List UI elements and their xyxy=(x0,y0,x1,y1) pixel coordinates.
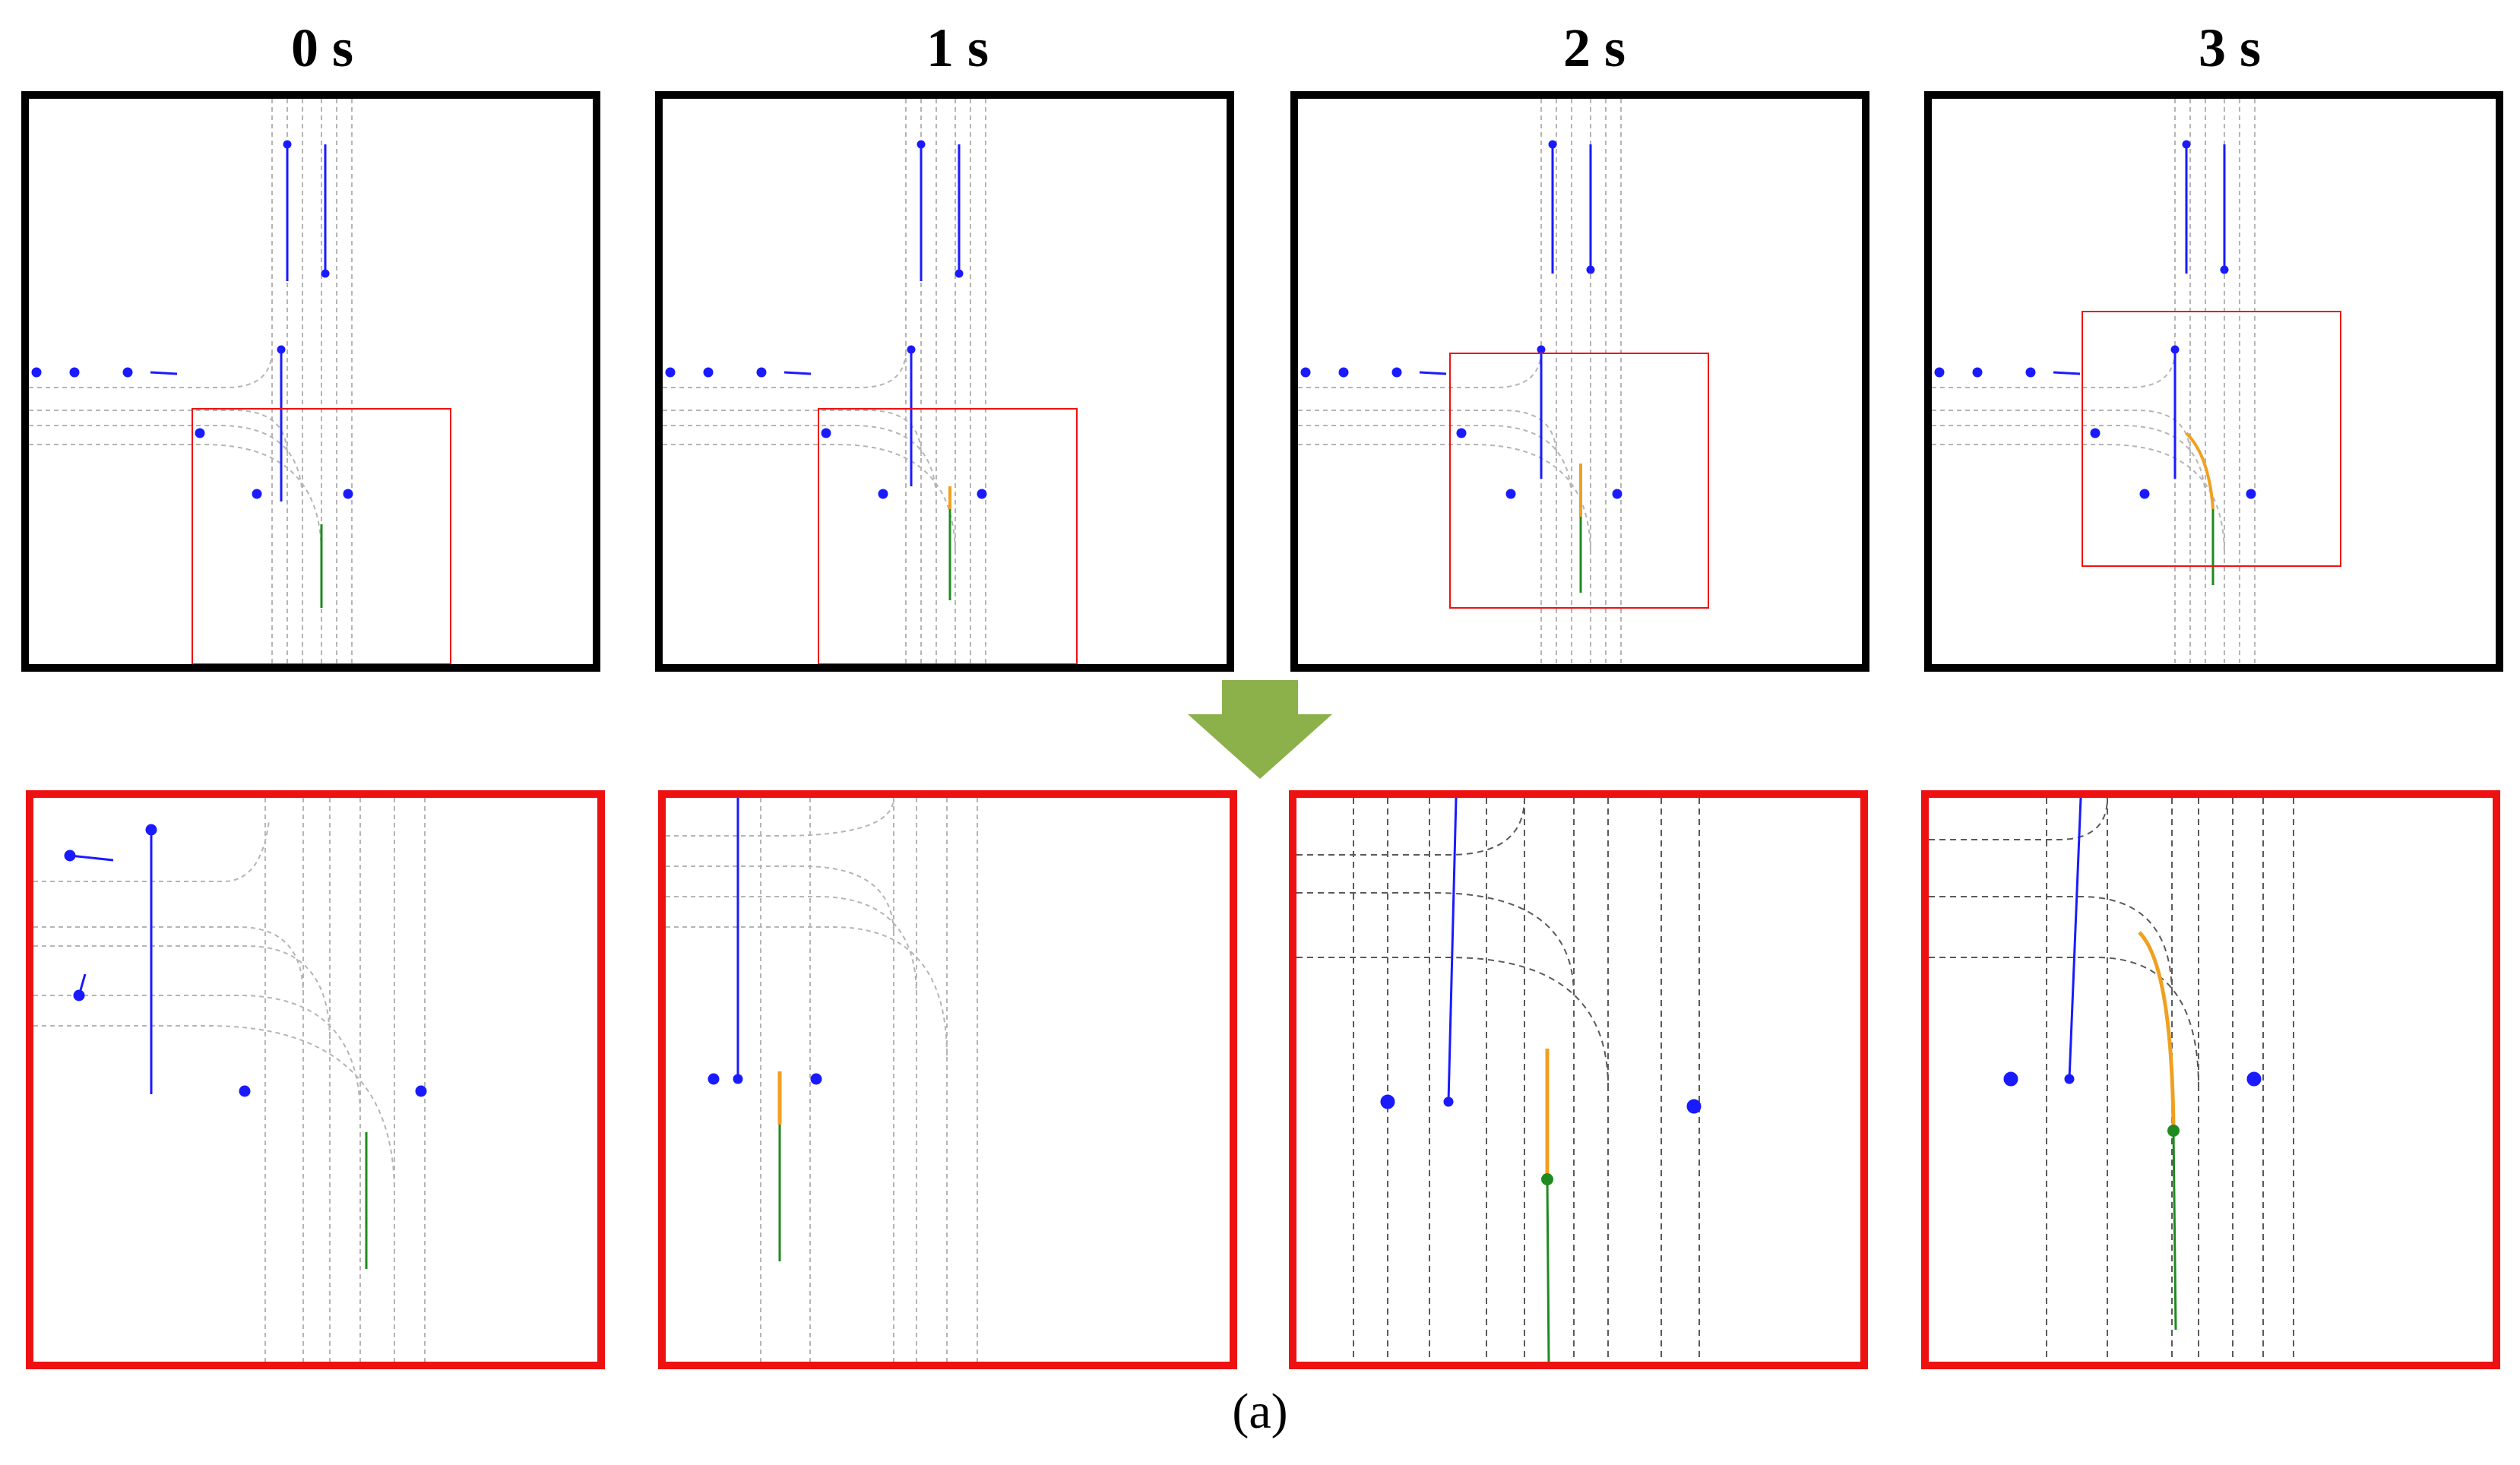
overview-panel-0s xyxy=(21,91,600,672)
zoom-panel-2s xyxy=(1289,790,1868,1369)
zoom-scene-1s xyxy=(666,798,978,1362)
zoom-scene-2s xyxy=(1296,798,1702,1362)
time-label-3: 3 s xyxy=(2198,17,2262,78)
overview-panel-2s xyxy=(1290,91,1869,672)
zoom-down-arrow-icon xyxy=(1188,680,1332,779)
overview-panel-1s xyxy=(655,91,1234,672)
zoom-panel-0s xyxy=(26,790,605,1369)
overview-panel-3s xyxy=(1924,91,2503,672)
zoom-panel-3s xyxy=(1921,790,2500,1369)
zoom-scene-0s xyxy=(33,798,427,1362)
time-label-2: 2 s xyxy=(1562,17,1626,78)
zoom-scene-3s xyxy=(1929,798,2294,1362)
time-label-1: 1 s xyxy=(926,17,989,78)
overview-scene-0s xyxy=(29,99,451,664)
overview-scene-1s xyxy=(663,99,1078,664)
zoom-panel-1s xyxy=(658,790,1237,1369)
overview-scene-2s xyxy=(1298,99,1709,664)
overview-scene-3s xyxy=(1932,99,2341,664)
figure-caption: (a) xyxy=(1232,1384,1288,1439)
time-label-0: 0 s xyxy=(290,17,354,78)
